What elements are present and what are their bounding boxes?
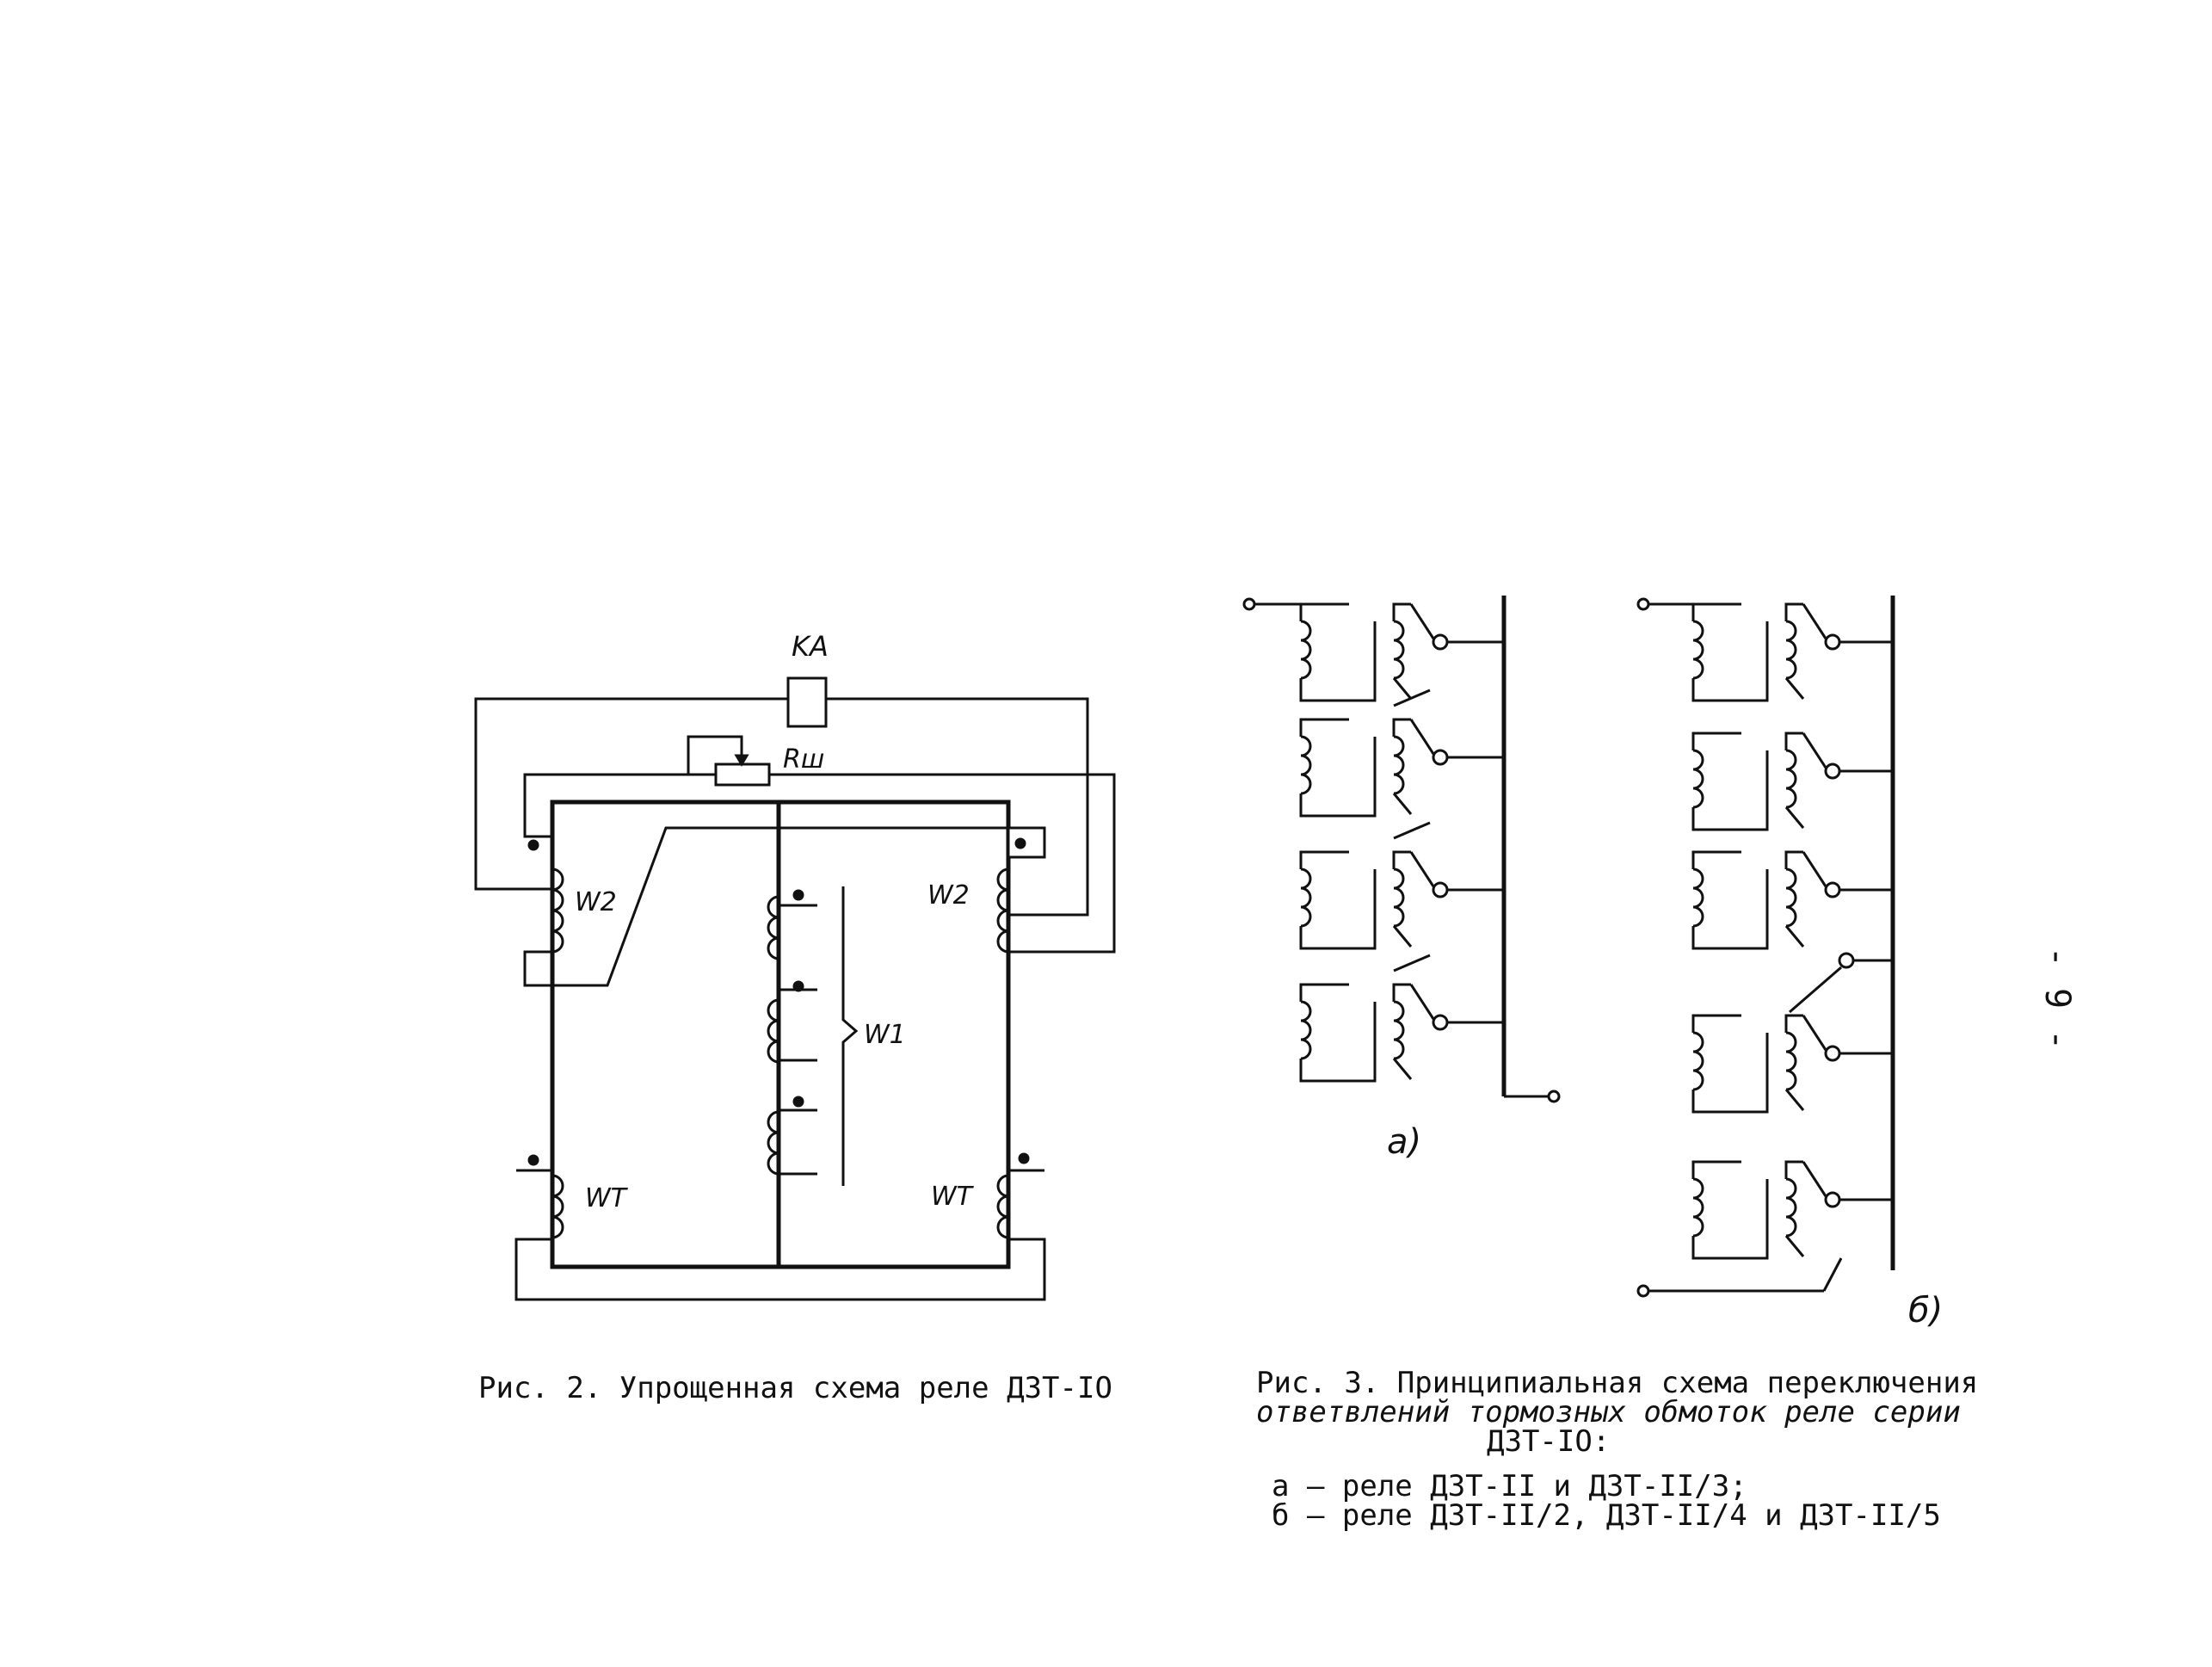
fig2-dot-w1-a <box>792 889 804 901</box>
fig3b-winding-section <box>1691 1014 1893 1114</box>
fig2-label-w2-right: W2 <box>927 880 970 911</box>
fig2-w1-brace <box>841 886 859 1186</box>
fig2-caption: Рис. 2. Упрощенная схема реле ДЗТ-IO <box>478 1371 1112 1405</box>
fig2-ka-relay <box>786 676 828 728</box>
fig3b-winding-section <box>1691 602 1893 702</box>
fig3a-terminal-top <box>1242 597 1256 611</box>
fig2-coil-w1-c <box>767 1110 779 1176</box>
fig3b-winding-section <box>1691 850 1893 950</box>
fig3a-label: а) <box>1387 1122 1421 1162</box>
fig2-coil-w2-right <box>996 867 1009 954</box>
fig2-dot-w1-c <box>792 1096 804 1108</box>
fig3b-sections <box>1691 602 1893 1260</box>
fig2-label-ka: KA <box>792 630 829 663</box>
fig3-legend-a: а – реле ДЗТ-II и ДЗТ-II/3; <box>1272 1469 1747 1503</box>
fig2-ka-wire-left <box>474 697 788 891</box>
fig3b-switch-contact <box>1838 952 1855 969</box>
fig2-rsh-wire-left <box>523 773 716 838</box>
fig2-label-wt-right: WT <box>931 1182 975 1212</box>
fig3a-terminal-bottom <box>1547 1090 1561 1103</box>
fig2-rsh-wire-right <box>769 773 1116 954</box>
fig2-dot-w2-left <box>527 839 539 851</box>
fig2-dot-w1-b <box>792 980 804 992</box>
fig3b-terminal-bottom <box>1636 1284 1650 1298</box>
fig3-caption-line2: ответвлений тормозных обмоток реле серии <box>1256 1395 1961 1429</box>
fig3a-winding-section <box>1299 718 1504 818</box>
fig3b-diagram <box>1636 596 1895 1298</box>
fig2-w2-left-wire <box>523 826 1008 987</box>
fig3a-sections <box>1299 602 1504 1083</box>
fig2-label-wt-left: WT <box>585 1183 629 1213</box>
fig2-label-w2-left: W2 <box>575 887 617 917</box>
fig3a-diagram <box>1242 596 1561 1103</box>
fig2-label-w1: W1 <box>864 1020 906 1050</box>
fig3b-winding-section <box>1691 1160 1893 1260</box>
fig2-coil-w1-a <box>767 895 779 960</box>
fig3b-label: б) <box>1908 1291 1943 1331</box>
fig2-rsh-resistor <box>714 762 771 787</box>
fig2-diagram <box>474 676 1116 1301</box>
fig3-legend-b: б – реле ДЗТ-II/2, ДЗТ-II/4 и ДЗТ-II/5 <box>1272 1498 1941 1533</box>
fig3-caption-line3: ДЗТ-IO: <box>1487 1424 1611 1459</box>
fig2-coil-w1-b <box>767 998 779 1064</box>
fig2-rsh-tap <box>687 735 743 775</box>
fig2-dot-wt-left <box>527 1154 539 1166</box>
fig2-w2-right-box <box>1007 826 1046 859</box>
fig2-rsh-arrow <box>734 754 749 767</box>
fig2-coil-wt-right <box>996 1174 1009 1239</box>
fig3b-winding-section <box>1691 732 1893 831</box>
fig3a-winding-section <box>1299 983 1504 1083</box>
fig3a-winding-section <box>1299 850 1504 950</box>
fig3-caption-line1: Рис. 3. Принципиальная схема переключени… <box>1256 1366 1979 1400</box>
fig2-dot-w2-right <box>1014 837 1026 849</box>
page-number: - 9 - <box>2037 947 2077 1050</box>
fig2-ka-wire-right <box>826 697 1089 917</box>
fig3b-terminal-top <box>1636 597 1650 611</box>
fig2-wt-bottom-loop <box>514 1238 1046 1301</box>
fig2-dot-wt-right <box>1018 1152 1030 1164</box>
fig3a-winding-section <box>1299 602 1504 702</box>
fig2-label-rsh: Rш <box>783 744 824 775</box>
